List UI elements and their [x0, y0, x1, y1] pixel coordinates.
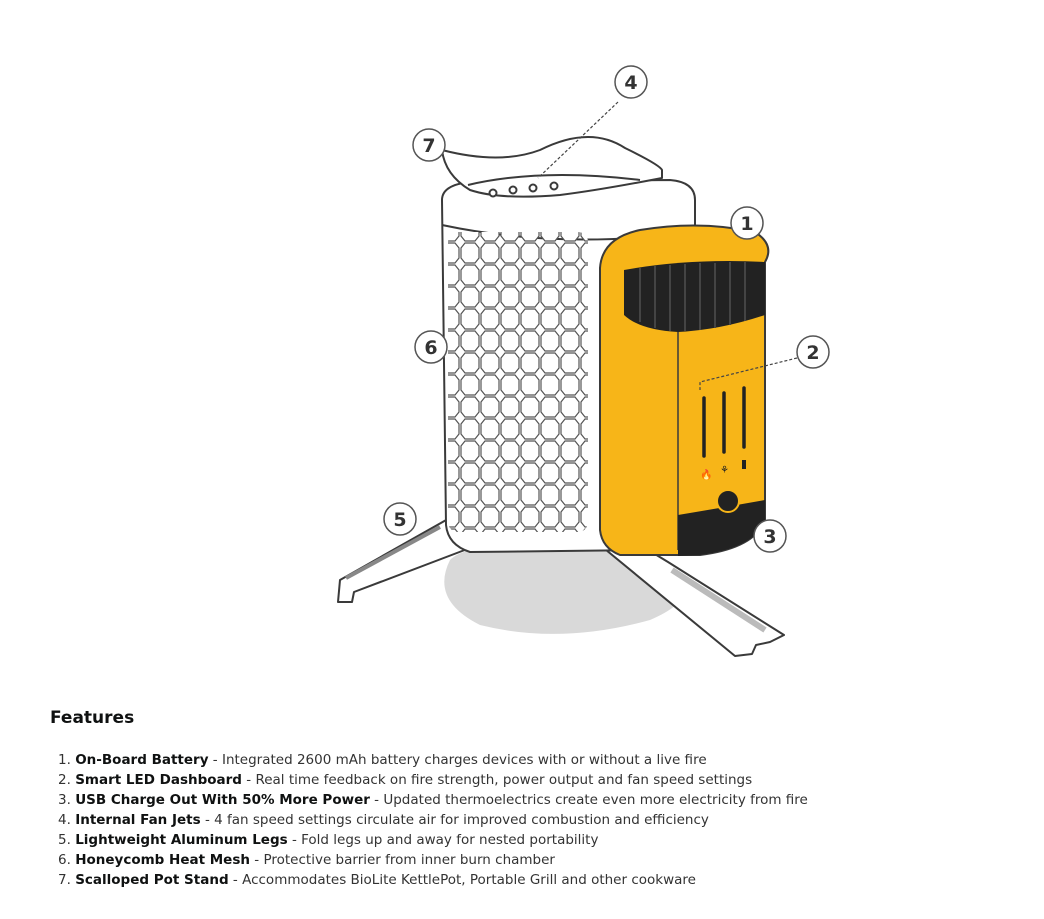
features-list: 1. On-Board Battery - Integrated 2600 mA…	[50, 750, 1010, 890]
usb-band	[678, 500, 765, 556]
battery-icon	[742, 460, 746, 469]
led-dashboard	[702, 386, 746, 458]
svg-text:1: 1	[740, 213, 753, 235]
feature-item: 4. Internal Fan Jets - 4 fan speed setti…	[58, 812, 709, 828]
ground-shadow	[444, 545, 685, 634]
power-module: 🔥 ⚘	[599, 224, 770, 556]
stove-diagram: 🔥 ⚘ 1 2 3 4 5 6 7	[337, 65, 830, 657]
feature-item: 6. Honeycomb Heat Mesh - Protective barr…	[58, 852, 555, 868]
pot-stand	[441, 136, 663, 198]
svg-text:5: 5	[393, 509, 406, 531]
leader-2	[699, 357, 798, 390]
stove-illustration: 🔥 ⚘ 1 2 3 4 5 6 7	[337, 65, 830, 657]
leader-4	[537, 101, 619, 179]
svg-text:4: 4	[624, 72, 637, 94]
svg-text:7: 7	[422, 135, 435, 157]
honeycomb-mesh	[448, 232, 588, 532]
usb-charge-port	[716, 489, 740, 513]
svg-text:2: 2	[806, 342, 819, 364]
feature-item: 3. USB Charge Out With 50% More Power - …	[58, 792, 808, 808]
callout-7: 7	[412, 128, 446, 162]
feature-item: 5. Lightweight Aluminum Legs - Fold legs…	[58, 832, 599, 848]
svg-text:6: 6	[424, 337, 437, 359]
features-section: Features 1. On-Board Battery - Integrate…	[50, 706, 1010, 890]
feature-item: 2. Smart LED Dashboard - Real time feedb…	[58, 772, 753, 788]
callout-2: 2	[796, 335, 830, 369]
feature-item: 1. On-Board Battery - Integrated 2600 mA…	[58, 752, 707, 768]
feature-item: 7. Scalloped Pot Stand - Accommodates Bi…	[58, 872, 696, 888]
svg-text:3: 3	[763, 526, 776, 548]
flame-icon: 🔥	[700, 468, 712, 481]
callout-1: 1	[730, 206, 764, 240]
callout-4: 4	[614, 65, 648, 99]
features-heading: Features	[50, 708, 135, 728]
vent-grille	[624, 261, 765, 332]
callout-6: 6	[414, 330, 448, 364]
callout-5: 5	[383, 502, 417, 536]
callout-3: 3	[753, 519, 787, 553]
fan-icon: ⚘	[720, 465, 729, 476]
